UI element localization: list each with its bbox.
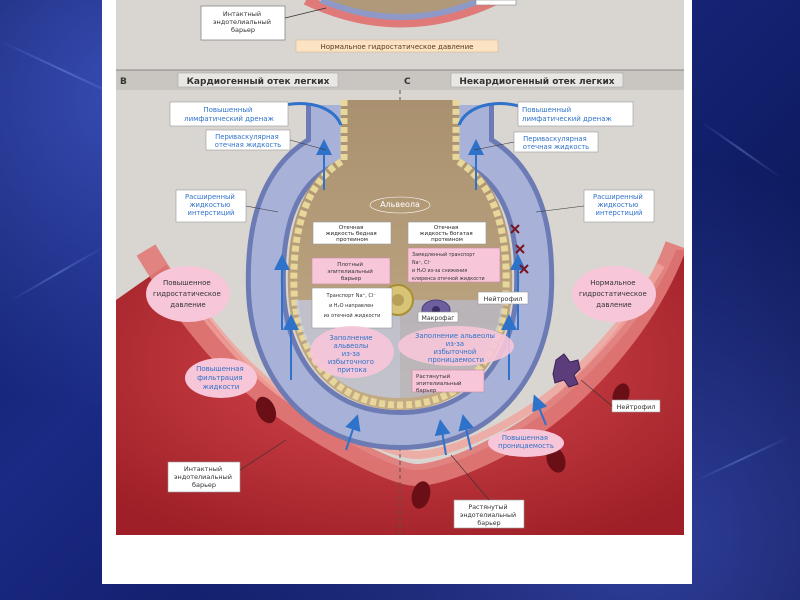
neutrophil-cell — [552, 353, 581, 388]
left-interstitium-box — [175, 189, 247, 223]
right-perivascular-label: Периваскулярная отечная жидкость — [523, 135, 589, 151]
right-filling-bubble — [398, 326, 514, 366]
neutrophil2-label: Нейтрофил — [617, 403, 656, 411]
right-lymph-box — [517, 101, 634, 127]
slow-transport-box — [407, 247, 501, 283]
permeability-bubble — [488, 429, 564, 457]
right-panel-title: Некардиогенный отек легких — [459, 77, 614, 87]
macrophage-label: Макрофаг — [422, 315, 455, 322]
tight-barrier-label: Плотный эпителиальный барьер — [327, 261, 374, 282]
left-hydrostatic-bubble — [146, 266, 230, 322]
right-hydrostatic-label: Нормальное гидростатическое давление — [579, 279, 649, 309]
damage-marks — [510, 224, 529, 274]
low-protein-box — [312, 221, 392, 245]
edema-diagram: Интактный эндотелиальный барьер Нормальн… — [116, 0, 687, 535]
damaged-endothelium-box — [453, 499, 525, 529]
rich-protein-label: Отечная жидкость богатая протеином — [420, 225, 475, 243]
right-lymph-label: Повышенный лимфатический дренаж — [522, 106, 613, 123]
red-blood-cell — [546, 447, 566, 473]
normal-pressure-box — [295, 39, 499, 53]
left-filtration-label: Повышенная фильтрация жидкости — [196, 365, 246, 391]
left-annotations: Повышенный лимфатический дренаж Периваск… — [146, 101, 394, 493]
damaged-epithelium-label: Растянутый эпителиальный барьер — [416, 373, 463, 394]
top-intact-barrier-box — [200, 5, 286, 41]
bg-streak — [694, 435, 791, 482]
left-intact-barrier-label: Интактный эндотелиальный барьер — [174, 465, 234, 489]
rich-protein-box — [407, 221, 487, 245]
blood-vessel — [116, 241, 687, 535]
permeability-label: Повышенная проницаемость — [498, 434, 554, 450]
neutrophil-box — [477, 291, 529, 305]
macrophage-box — [417, 311, 459, 323]
damaged-epithelium-box — [411, 369, 485, 393]
top-intact-barrier-label: Интактный эндотелиальный барьер — [213, 10, 273, 34]
damaged-endothelium-label: Растянутый эндотелиальный барьер — [460, 503, 518, 527]
tight-barrier-box — [311, 257, 391, 285]
right-interstitium-label: Расширенный жидкостью интерстиций — [593, 193, 645, 217]
right-annotations: Повышенный лимфатический дренаж Периваск… — [398, 101, 661, 529]
right-filling-label: Заполнение альвеолы из-за избыточной про… — [415, 332, 497, 364]
top-fragment: Интактный эндотелиальный барьер Нормальн… — [200, 0, 517, 53]
left-filtration-bubble — [185, 358, 257, 398]
right-hydrostatic-bubble — [572, 266, 656, 322]
left-lymph-box — [169, 101, 289, 127]
left-interstitium-label: Расширенный жидкостью интерстиций — [185, 193, 237, 217]
left-hydrostatic-label: Повышенное гидростатическое давление — [153, 279, 223, 309]
left-perivascular-label: Периваскулярная отечная жидкость — [215, 133, 281, 149]
left-intact-barrier-box — [167, 461, 241, 493]
right-interstitium-box — [583, 189, 655, 223]
left-filling-label: Заполнение альвеолы из-за избыточного пр… — [328, 334, 376, 374]
bg-streak — [699, 120, 783, 180]
transport-box — [311, 287, 393, 329]
left-lymph-label: Повышенный лимфатический дренаж — [184, 106, 275, 123]
panel-letter-c: C — [404, 77, 411, 87]
transport-label: Транспорт Na⁺, Cl⁻ и H₂O направлен из от… — [324, 293, 381, 319]
bg-streak — [9, 245, 106, 302]
left-filling-bubble — [310, 326, 394, 378]
slide: Интактный эндотелиальный барьер Нормальн… — [102, 0, 692, 584]
alveolus-label: Альвеола — [380, 200, 420, 209]
panel-letter-b: B — [120, 77, 127, 87]
normal-pressure-label: Нормальное гидростатическое давление — [321, 43, 474, 51]
red-blood-cell — [411, 481, 431, 509]
slow-transport-label: Замедленный транспорт Na⁺, Cl⁻ и H₂O из-… — [412, 251, 485, 282]
left-panel-title: Кардиогенный отек легких — [187, 77, 330, 87]
neutrophil-label: Нейтрофил — [484, 295, 523, 303]
figure-panel: Интактный эндотелиальный барьер Нормальн… — [116, 0, 687, 535]
red-blood-cell — [255, 396, 277, 424]
low-protein-label: Отечная жидкость бедная протеином — [326, 225, 379, 243]
